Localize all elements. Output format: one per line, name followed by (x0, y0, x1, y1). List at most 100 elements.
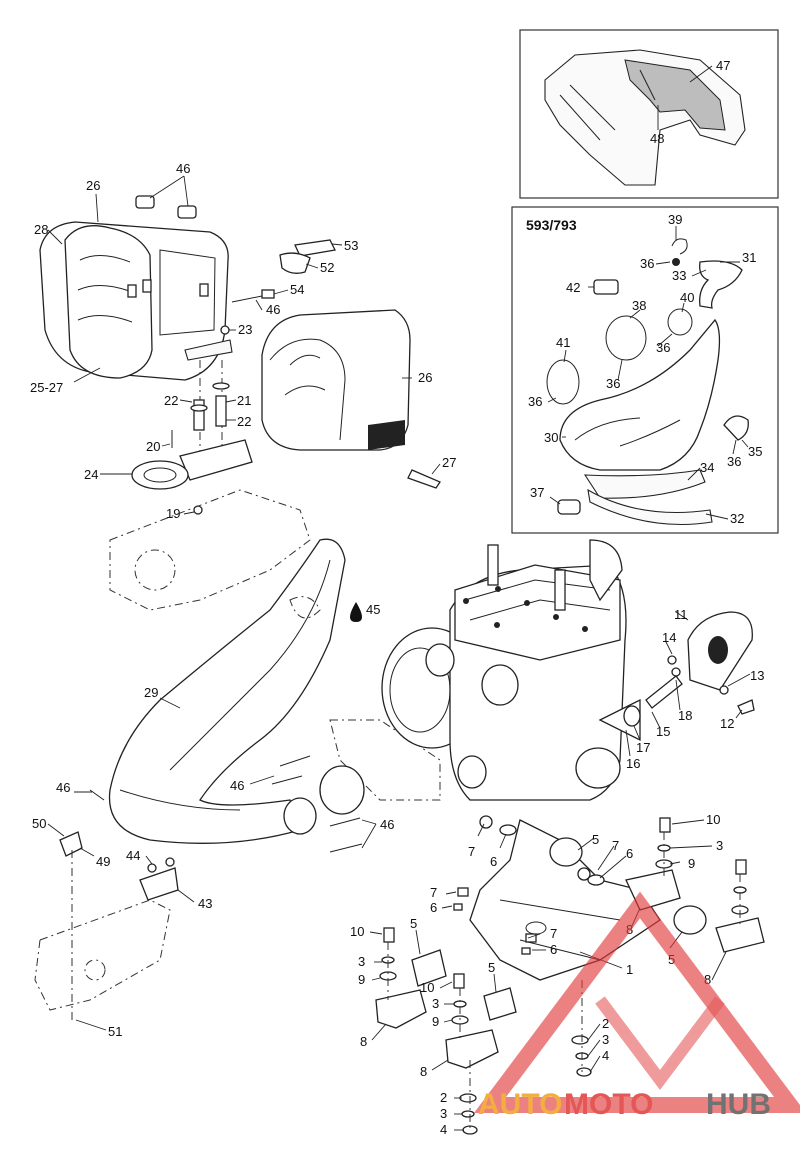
callout-10b: 10 (350, 924, 364, 939)
callout-9c: 9 (432, 1014, 439, 1029)
callout-36c: 36 (606, 376, 620, 391)
bracket-49 (59, 831, 83, 857)
callout-9b: 9 (358, 972, 365, 987)
bracket-8a (375, 989, 427, 1029)
callout-3d: 3 (440, 1106, 447, 1121)
callout-22b: 22 (237, 414, 251, 429)
callout-22a: 22 (164, 393, 178, 408)
pad-42 (593, 279, 619, 295)
callout-5a: 5 (592, 832, 599, 847)
callout-5c: 5 (488, 960, 495, 975)
spring-46-left (89, 789, 105, 801)
callout-25-27: 25-27 (30, 380, 63, 395)
callout-26a: 26 (86, 178, 100, 193)
callout-46e: 46 (56, 780, 70, 795)
pipe-outlet (283, 797, 317, 835)
callout-37: 37 (530, 485, 544, 500)
clamp-38 (605, 315, 647, 361)
bracket-8d (715, 917, 765, 953)
grommet-24 (131, 460, 189, 490)
nut-14 (667, 655, 677, 665)
callout-4a: 4 (440, 1122, 447, 1137)
callout-7a: 7 (468, 844, 475, 859)
spring-46-pipe-d (329, 843, 363, 853)
callout-38: 38 (632, 298, 646, 313)
model-inset: 593/793 (511, 206, 779, 534)
grommet-52 (279, 252, 311, 274)
callout-9a: 9 (688, 856, 695, 871)
callout-12: 12 (720, 716, 734, 731)
spring-46-pipe-c (329, 817, 361, 827)
clip-54 (261, 289, 275, 299)
callout-46d: 46 (380, 817, 394, 832)
callout-6b: 6 (626, 846, 633, 861)
cover-inset-frame (519, 29, 779, 199)
left-bracket: 46 50 49 44 43 51 (32, 780, 212, 1039)
callout-28: 28 (34, 222, 48, 237)
spring-46-pipe-a (279, 755, 311, 767)
spring-36a (672, 258, 680, 266)
rubber-mount-5d (483, 987, 517, 1021)
callout-6a: 6 (490, 854, 497, 869)
mount-stack: 22 21 22 20 24 19 (84, 360, 253, 521)
callout-51: 51 (108, 1024, 122, 1039)
callout-10c: 10 (420, 980, 434, 995)
washer-13 (719, 685, 729, 695)
bracket-8b (445, 1029, 499, 1069)
heat-shield-32 (587, 488, 713, 526)
clip-39 (671, 238, 688, 255)
callout-18: 18 (678, 708, 692, 723)
callout-53: 53 (344, 238, 358, 253)
callout-47: 47 (716, 58, 730, 73)
right-mount-parts: 11 14 13 18 12 15 17 16 (623, 607, 764, 771)
callout-29: 29 (144, 685, 158, 700)
callout-46c: 46 (230, 778, 244, 793)
watermark: AUTO MOTO HUB (474, 891, 800, 1121)
spring-21 (215, 395, 227, 427)
spring-22 (193, 399, 205, 431)
spring-46-pipe-b (271, 775, 303, 785)
callout-11: 11 (674, 607, 688, 622)
callout-24: 24 (84, 467, 98, 482)
callout-13: 13 (750, 668, 764, 683)
callout-40: 40 (680, 290, 694, 305)
rubber-mount-5b (673, 905, 707, 935)
callout-50: 50 (32, 816, 46, 831)
callout-7b: 7 (612, 838, 619, 853)
callout-27: 27 (442, 455, 456, 470)
spring-46-mid (231, 295, 263, 303)
model-inset-title: 593/793 (526, 217, 577, 233)
callout-16: 16 (626, 756, 640, 771)
heat-shield-34 (583, 469, 706, 499)
callout-48: 48 (650, 131, 664, 146)
intake-boot (457, 755, 487, 789)
silencer-intake (64, 225, 153, 379)
spring-46-top-a (135, 195, 155, 209)
mounting-bracket (184, 339, 233, 361)
callout-26b: 26 (418, 370, 432, 385)
callout-7c: 7 (430, 885, 437, 900)
hose-53 (294, 239, 336, 257)
callout-34: 34 (700, 460, 714, 475)
callout-10a: 10 (706, 812, 720, 827)
callout-2b: 2 (602, 1016, 609, 1031)
callout-1: 1 (626, 962, 633, 977)
clamp-37 (557, 499, 581, 515)
callout-36e: 36 (727, 454, 741, 469)
callout-31: 31 (742, 250, 756, 265)
callout-46b: 46 (266, 302, 280, 317)
clamp-41 (546, 359, 580, 405)
callout-35: 35 (748, 444, 762, 459)
callout-52: 52 (320, 260, 334, 275)
rubber-mount-5c (411, 949, 447, 987)
bolt-10b (453, 973, 465, 989)
nut-23 (220, 325, 230, 335)
callout-44: 44 (126, 848, 140, 863)
callout-15: 15 (656, 724, 670, 739)
manifold-flange (319, 765, 365, 815)
tuned-pipe-29 (108, 538, 346, 844)
callout-8b: 8 (420, 1064, 427, 1079)
clamp-40 (667, 308, 693, 336)
callout-8a: 8 (360, 1034, 367, 1049)
